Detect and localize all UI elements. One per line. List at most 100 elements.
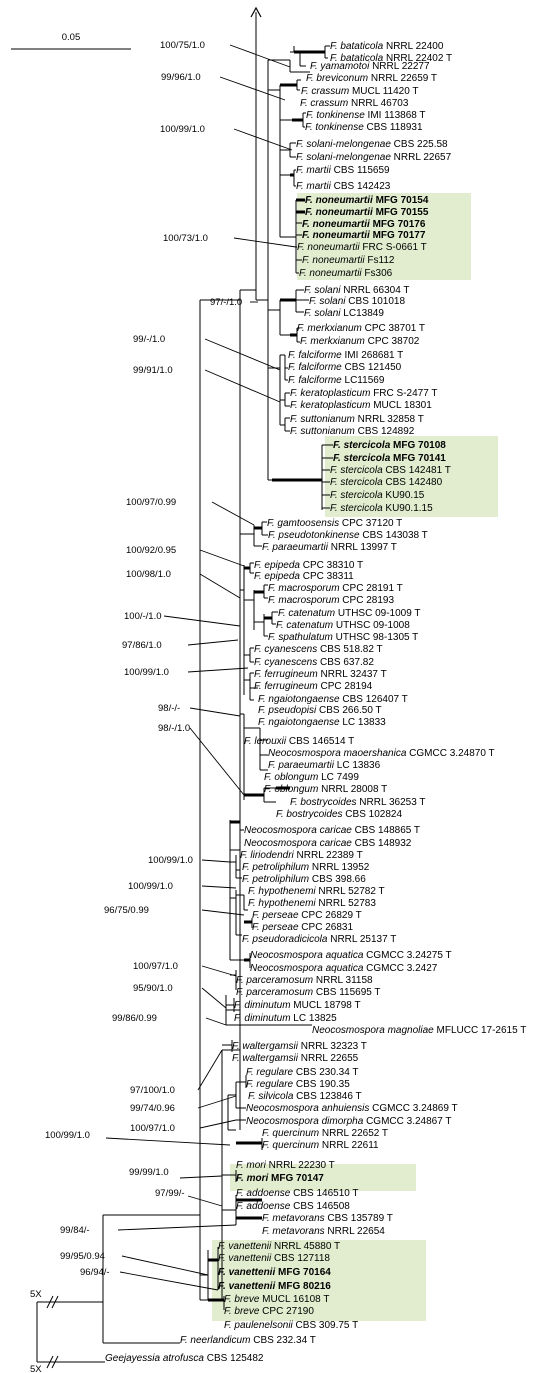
taxon-strain: CBS 142480: [383, 477, 443, 488]
taxon-strain: CGMCC 3.24870 T: [406, 748, 494, 759]
taxon-genus: Neocosmospora: [244, 825, 320, 836]
support-value: 98/-/-: [158, 703, 180, 714]
taxon-label: F. waltergamsii NRRL 22655: [232, 1053, 359, 1064]
taxon-genus: F.: [254, 669, 264, 680]
taxon-epithet: solani-melongenae: [306, 139, 391, 150]
taxon-strain: NRRL 22402 T: [383, 53, 452, 64]
taxon-strain: CBS 102824: [343, 809, 403, 820]
support-value: 100/92/0.95: [126, 545, 176, 556]
taxon-epithet: caricae: [320, 825, 353, 836]
support-value: 100/99/1.0: [148, 855, 193, 866]
taxon-strain: CPC 27190: [259, 1306, 314, 1317]
support-value: 98/-/1.0: [158, 723, 190, 734]
taxon-epithet: falciforme: [298, 362, 342, 373]
taxon-label: F. catenatum UTHSC 09-1008: [276, 620, 410, 631]
taxon-label: F. martii CBS 142423: [296, 181, 391, 192]
taxon-epithet: pseudoradicicola: [251, 934, 327, 945]
taxon-strain: UTHSC 09-1008: [333, 620, 410, 631]
taxon-epithet: addoense: [246, 1188, 290, 1199]
taxon-strain: CBS 101018: [346, 296, 406, 307]
taxon-epithet: aquatica: [326, 963, 364, 974]
support-value: 100/99/1.0: [45, 1130, 90, 1141]
support-value: 100/97/1.0: [133, 961, 178, 972]
break-label-bottom: 5X: [30, 1364, 42, 1373]
taxon-label: F. noneumartii FRC S-0661 T: [297, 242, 427, 253]
taxon-strain: MFG 70108: [390, 440, 446, 451]
taxon-genus: F.: [268, 760, 278, 771]
taxon-label: F. noneumartii MFG 70177: [302, 230, 426, 241]
taxon-label: F. epipeda CPC 38311: [254, 571, 354, 582]
taxon-genus: F.: [288, 362, 298, 373]
taxon-epithet: atrofusca: [163, 1353, 205, 1364]
taxon-strain: CBS 126407 T: [340, 694, 408, 705]
taxon-label: F. petroliphilum CBS 398.66: [242, 874, 366, 885]
taxon-epithet: keratoplasticum: [300, 400, 370, 411]
taxon-label: F. paulenelsonii CBS 309.75 T: [224, 1320, 358, 1331]
support-value: 95/90/1.0: [133, 983, 173, 994]
taxon-strain: CGMCC 3.2427: [363, 963, 437, 974]
taxon-epithet: crassum: [311, 86, 349, 97]
taxon-label: F. suttonianum NRRL 32858 T: [290, 414, 424, 425]
taxon-epithet: merkxianum: [307, 323, 361, 334]
taxon-genus: F.: [234, 1000, 244, 1011]
taxon-genus: F.: [330, 41, 340, 52]
taxon-label: F. breviconum NRRL 22659 T: [306, 73, 437, 84]
taxon-genus: F.: [254, 644, 264, 655]
taxon-epithet: epipeda: [264, 560, 300, 571]
taxon-label: F. pseudotonkinense CBS 143038 T: [268, 530, 428, 541]
taxon-label: Neocosmospora caricae CBS 148932: [244, 838, 412, 849]
taxon-strain: CBS 148865 T: [352, 825, 420, 836]
taxon-label: F. perseae CPC 26829 T: [252, 910, 362, 921]
taxon-epithet: parceramosum: [245, 987, 313, 998]
taxon-epithet: perseae: [261, 910, 299, 921]
taxon-epithet: stercicola: [340, 503, 383, 514]
taxon-label: F. parceramosum NRRL 31158: [236, 975, 373, 986]
support-value: 99/95/0.94: [60, 1251, 105, 1262]
taxon-epithet: diminutum: [244, 1013, 290, 1024]
support-value: 96/94/-: [80, 1267, 110, 1278]
taxon-strain: NRRL 46703: [348, 98, 409, 109]
taxon-strain: NRRL 66304 T: [341, 285, 410, 296]
taxon-strain: CBS 123846 T: [293, 1091, 361, 1102]
taxon-strain: NRRL 32858 T: [355, 414, 424, 425]
taxon-strain: MUCL 18798 T: [291, 1000, 361, 1011]
taxon-strain: MFLUCC 17-2615 T: [434, 1025, 527, 1036]
taxon-epithet: oblongum: [274, 784, 318, 795]
taxon-genus: F.: [254, 571, 264, 582]
taxon-strain: CBS 118931: [364, 122, 423, 133]
break-label-top: 5X: [30, 1289, 42, 1300]
taxon-genus: F.: [262, 1226, 272, 1237]
taxon-genus: F.: [262, 1128, 272, 1139]
taxon-epithet: macrosporum: [278, 595, 339, 606]
taxon-strain: NRRL 22659 T: [368, 73, 437, 84]
support-value: 100/73/1.0: [163, 233, 208, 244]
taxon-strain: MFG 80216: [275, 1281, 331, 1292]
taxon-strain: CBS 190.35: [293, 1079, 350, 1090]
taxon-epithet: tonkinense: [316, 110, 365, 121]
taxon-label: Geejayessia atrofusca CBS 125482: [105, 1353, 264, 1364]
taxon-strain: CBS 115659: [331, 165, 390, 176]
taxon-epithet: bostrycoides: [300, 797, 356, 808]
taxon-label: F. waltergamsii NRRL 32323 T: [232, 1041, 367, 1052]
taxon-label: F. regulare CBS 230.34 T: [246, 1067, 359, 1078]
taxon-genus: F.: [236, 975, 246, 986]
taxon-genus: F.: [290, 797, 300, 808]
taxon-label: F. noneumartii MFG 70154: [305, 195, 429, 206]
taxon-genus: F.: [224, 1306, 234, 1317]
taxon-label: F. hypothenemi NRRL 52783: [248, 898, 376, 909]
taxon-epithet: regulare: [256, 1067, 293, 1078]
taxon-genus: F.: [248, 1091, 258, 1102]
taxon-label: F. stercicola MFG 70108: [333, 440, 446, 451]
taxon-epithet: diminutum: [244, 1000, 290, 1011]
taxon-epithet: solani: [314, 285, 341, 296]
taxon-strain: CBS 232.34 T: [250, 1335, 315, 1346]
taxon-genus: F.: [301, 86, 311, 97]
taxon-strain: CBS 121450: [342, 362, 402, 373]
taxon-label: F. ngaiotongaense CBS 126407 T: [258, 694, 408, 705]
taxon-label: F. ngaiotongaense LC 13833: [258, 717, 386, 728]
taxon-strain: NRRL 36253 T: [357, 797, 426, 808]
taxon-label: F. pseudoradicicola NRRL 25137 T: [242, 934, 396, 945]
taxon-label: F. vanettenii MFG 70164: [218, 1267, 331, 1278]
taxon-epithet: vanettenii: [229, 1267, 276, 1278]
taxon-strain: NRRL 22277: [369, 61, 430, 72]
